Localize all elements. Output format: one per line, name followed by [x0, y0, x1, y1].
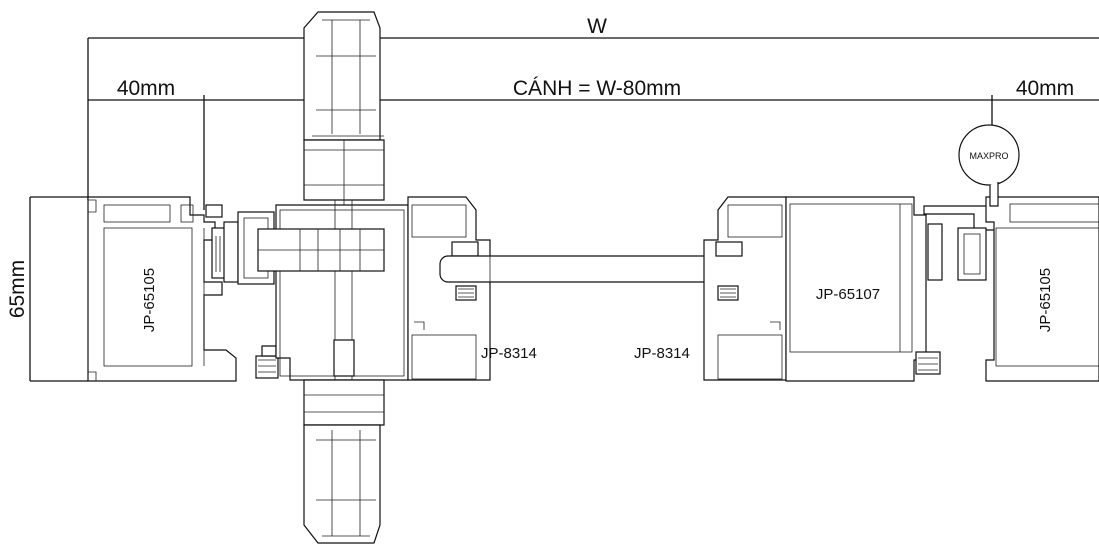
right-offset-label: 40mm	[1016, 77, 1074, 100]
right-bead-code: JP-8314	[634, 345, 690, 362]
right-frame-profile	[985, 196, 1099, 382]
handle-bottom	[303, 379, 385, 544]
right-frame-code: JP-65105	[1037, 268, 1054, 332]
sash-code: JP-65107	[816, 286, 880, 303]
maxpro-brand-label: MAXPRO	[969, 151, 1008, 161]
lock-bar	[257, 228, 385, 272]
overall-width-label: W	[587, 15, 607, 38]
left-bead-profile	[407, 196, 491, 381]
central-sash-profile	[275, 200, 409, 381]
left-bead-code: JP-8314	[481, 345, 537, 362]
sash-width-label: CÁNH = W-80mm	[513, 77, 681, 100]
left-frame-code: JP-65105	[141, 268, 158, 332]
left-frame-profile	[87, 196, 237, 382]
maxpro-badge	[958, 124, 1020, 207]
right-bead-profile	[703, 196, 787, 381]
right-hardware	[915, 205, 1001, 375]
handle-top	[303, 11, 385, 205]
height-label: 65mm	[6, 260, 29, 318]
left-offset-label: 40mm	[117, 77, 175, 100]
